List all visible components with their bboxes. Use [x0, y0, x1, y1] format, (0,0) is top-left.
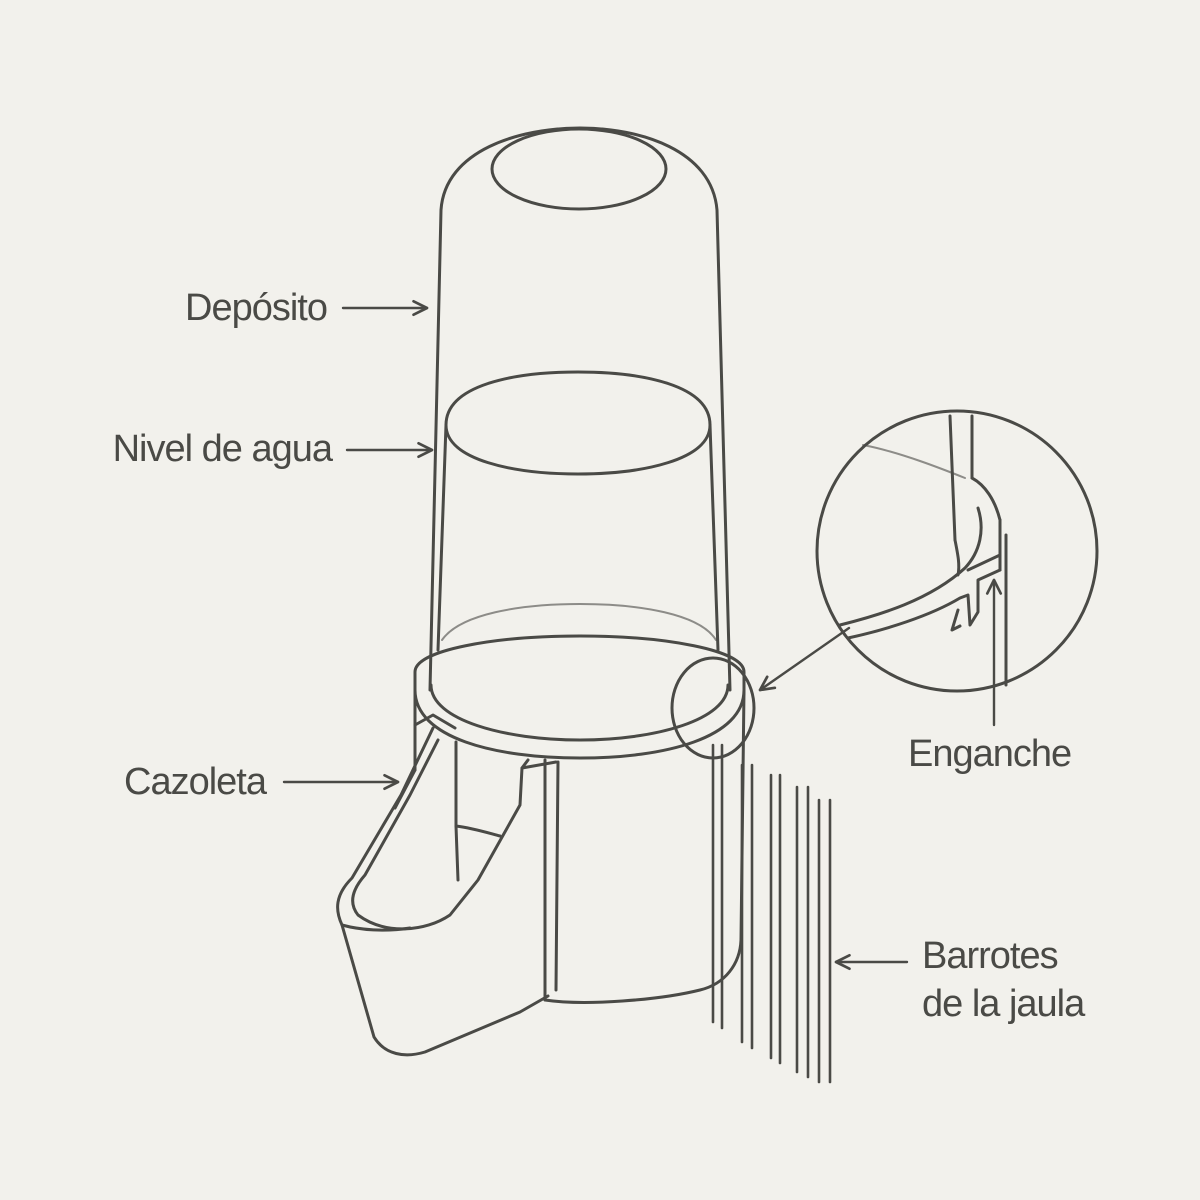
label-nivel-agua: Nivel de agua	[112, 428, 333, 470]
label-barrotes: Barrotes de la jaula	[922, 933, 1085, 1029]
label-deposito: Depósito	[185, 287, 328, 329]
label-enganche: Enganche	[908, 733, 1072, 775]
leader-arrows	[282, 299, 1003, 971]
cup	[336, 726, 558, 1057]
label-barrotes-line2: de la jaula	[922, 982, 1085, 1025]
reservoir	[428, 126, 732, 692]
label-cazoleta: Cazoleta	[124, 761, 267, 803]
label-barrotes-line1: Barrotes	[922, 935, 1059, 977]
hook-zoom-inset	[815, 409, 1099, 693]
base-body	[413, 688, 746, 1004]
hook-highlight-circle	[670, 656, 756, 760]
cage-bars	[711, 743, 832, 1084]
water-level	[436, 370, 720, 652]
arrow-zoom	[758, 626, 851, 692]
base-collar	[413, 634, 746, 760]
